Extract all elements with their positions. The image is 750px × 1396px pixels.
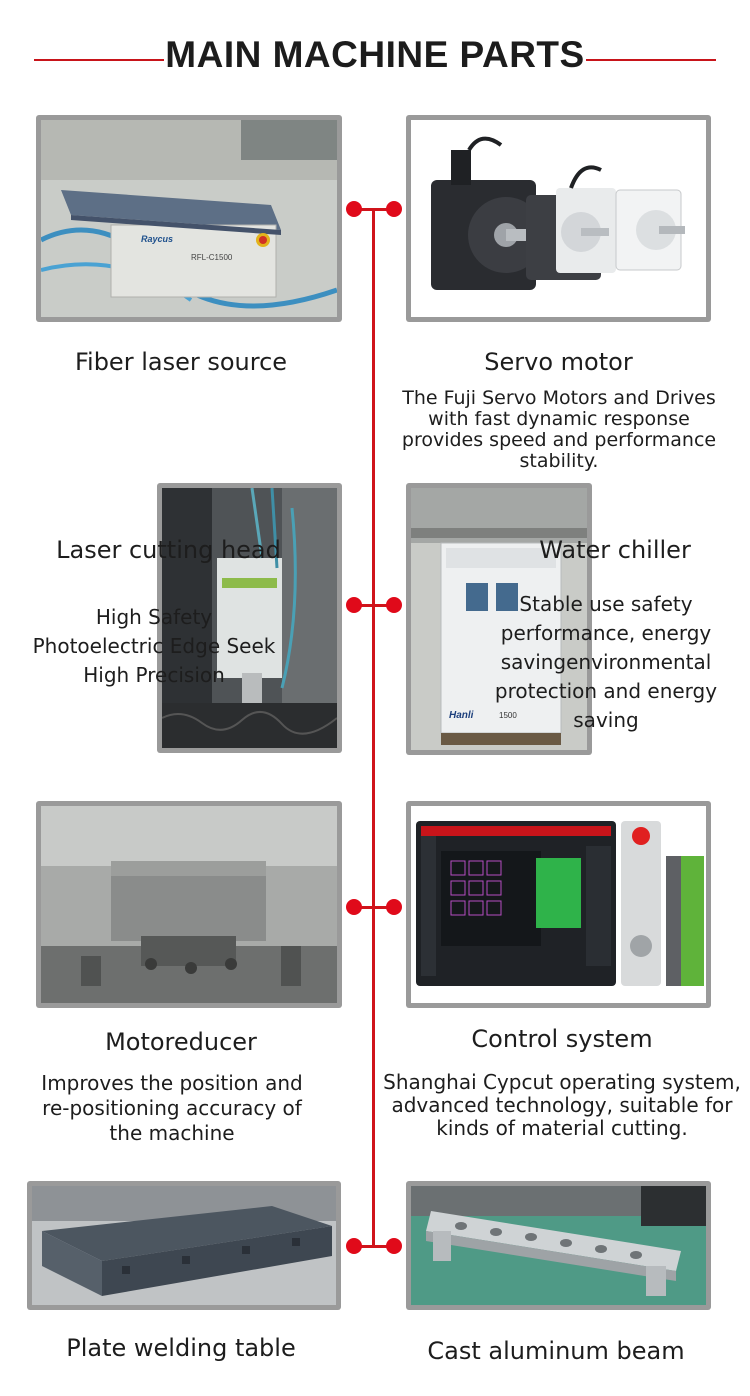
fiber-brand-text: Raycus [141, 234, 173, 244]
control-system-description: Shanghai Cypcut operating system, advanc… [381, 1071, 743, 1140]
welding-table-label: Plate welding table [66, 1334, 296, 1362]
page-title: MAIN MACHINE PARTS [165, 34, 585, 75]
head-desc-line-2: Photoelectric Edge Seek [32, 634, 276, 658]
head-desc-line-3: High Precision [83, 663, 225, 687]
timeline-dot-left-3 [346, 899, 362, 915]
timeline-dot-left-4 [346, 1238, 362, 1254]
timeline-branch-2 [354, 604, 394, 607]
reducer-desc-line-1: Improves the position and [41, 1071, 303, 1095]
laser-head-description: High Safety Photoelectric Edge Seek High… [26, 603, 282, 690]
timeline-branch-3 [354, 906, 394, 909]
fiber-laser-image: Raycus RFL-C1500 [36, 115, 342, 322]
chiller-model-text: 1500 [499, 711, 517, 720]
control-desc-line-3: kinds of material cutting. [436, 1116, 688, 1140]
servo-desc-line-4: stability. [519, 450, 599, 472]
servo-desc-line-2: with fast dynamic response [428, 408, 690, 430]
motoreducer-image [36, 801, 342, 1008]
servo-motor-image [406, 115, 711, 322]
water-chiller-label: Water chiller [539, 536, 691, 564]
control-desc-line-2: advanced technology, suitable for [391, 1093, 733, 1117]
control-system-image [406, 801, 711, 1008]
timeline-dot-right-1 [386, 201, 402, 217]
timeline-dot-right-4 [386, 1238, 402, 1254]
motoreducer-description: Improves the position and re-positioning… [26, 1071, 318, 1146]
timeline-dot-right-2 [386, 597, 402, 613]
reducer-desc-line-3: the machine [109, 1121, 235, 1145]
timeline-dot-right-3 [386, 899, 402, 915]
chiller-desc-line-3: savingenvironmental [500, 650, 712, 674]
reducer-desc-line-2: re-positioning accuracy of [42, 1096, 302, 1120]
timeline-branch-4 [354, 1245, 394, 1248]
timeline-branch-1 [354, 208, 394, 211]
water-chiller-image: Hanli 1500 [406, 483, 592, 755]
head-desc-line-1: High Safety [95, 605, 213, 629]
aluminum-beam-image [406, 1181, 711, 1310]
chiller-brand-text: Hanli [449, 710, 474, 721]
chiller-desc-line-2: performance, energy [500, 621, 712, 645]
title-rule-right [586, 59, 716, 61]
fiber-laser-label: Fiber laser source [74, 348, 288, 376]
servo-motor-description: The Fuji Servo Motors and Drives with fa… [386, 388, 732, 472]
motoreducer-label: Motoreducer [105, 1028, 257, 1056]
servo-desc-line-1: The Fuji Servo Motors and Drives [402, 387, 716, 409]
control-desc-line-1: Shanghai Cypcut operating system, [383, 1070, 741, 1094]
water-chiller-description: Stable use safety performance, energy sa… [488, 590, 724, 735]
title-rule-left [34, 59, 164, 61]
timeline-dot-left-2 [346, 597, 362, 613]
laser-head-image [157, 483, 342, 753]
control-system-label: Control system [471, 1025, 653, 1053]
servo-motor-label: Servo motor [484, 348, 633, 376]
timeline-spine [372, 208, 375, 1248]
welding-table-image [27, 1181, 341, 1310]
servo-desc-line-3: provides speed and performance [401, 429, 717, 451]
chiller-desc-line-5: saving [573, 708, 639, 732]
aluminum-beam-label: Cast aluminum beam [427, 1337, 685, 1365]
chiller-desc-line-1: Stable use safety [519, 592, 693, 616]
chiller-desc-line-4: protection and energy [494, 679, 718, 703]
laser-head-label: Laser cutting head [56, 536, 281, 564]
timeline-dot-left-1 [346, 201, 362, 217]
fiber-model-text: RFL-C1500 [191, 253, 233, 262]
